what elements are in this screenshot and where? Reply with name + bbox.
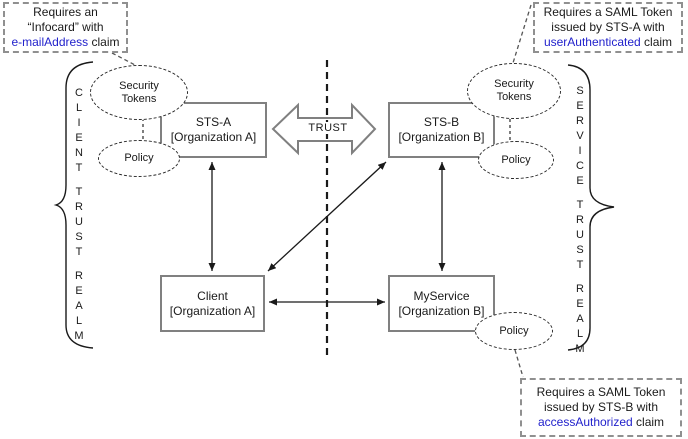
service-realm-word-3: REALM (574, 283, 586, 358)
client-realm-word-3: REALM (73, 270, 85, 345)
client-box: Client [Organization A] (160, 275, 265, 332)
policy-ellipse-a: Policy (98, 140, 180, 177)
security-tokens-b-line2: Tokens (496, 91, 532, 103)
client-realm-word-2: TRUST (73, 186, 85, 261)
policy-b-label: Policy (501, 153, 531, 166)
policy-ellipse-b: Policy (478, 141, 554, 179)
sts-b-box: STS-B [Organization B] (388, 102, 495, 158)
client-realm-brace (53, 61, 94, 349)
infocard-claim: e-mailAddress (11, 35, 89, 49)
stsb-token-claim: accessAuthorized (537, 415, 633, 429)
stsb-token-callout-tail (514, 349, 524, 378)
trust-block-arrow (271, 102, 377, 156)
security-tokens-a-line2: Tokens (121, 92, 157, 105)
myservice-subtitle: [Organization B] (398, 303, 485, 318)
infocard-callout-line1: Requires an (33, 5, 98, 19)
sts-a-title: STS-A (195, 115, 232, 129)
stsa-token-callout-tail (512, 4, 532, 64)
policy-service-label: Policy (499, 324, 529, 337)
trust-arrow-label: TRUST (304, 122, 352, 134)
stsb-token-callout-line3: accessAuthorized claim (538, 415, 664, 430)
stsa-token-callout-line3: userAuthenticated claim (544, 35, 672, 50)
client-trust-realm-caption: CLIENT TRUST REALM (71, 87, 87, 345)
stsa-token-callout-line2: issued by STS-A with (551, 20, 665, 34)
arrow-client-stsb-diagonal (267, 161, 387, 272)
service-trust-realm-caption: SERVICE TRUST REALM (572, 85, 588, 358)
myservice-title: MyService (413, 288, 470, 303)
service-realm-brace (567, 64, 615, 351)
stsb-token-callout-line2: issued by STS-B with (543, 400, 659, 414)
client-subtitle: [Organization A] (169, 303, 256, 318)
policy-a-label: Policy (124, 152, 154, 164)
sts-a-subtitle: [Organization A] (170, 130, 257, 144)
client-title: Client (197, 288, 228, 303)
stsb-token-callout: Requires a SAML Token issued by STS-B wi… (520, 378, 682, 437)
sts-b-subtitle: [Organization B] (398, 130, 485, 144)
stsa-token-claim-suffix: claim (640, 35, 673, 49)
policy-ellipse-service: Policy (475, 312, 553, 350)
infocard-callout-line2: “Infocard” with (27, 20, 104, 34)
stsa-token-claim: userAuthenticated (543, 35, 641, 49)
sts-a-box: STS-A [Organization A] (160, 102, 267, 158)
infocard-callout-tail (111, 52, 138, 67)
myservice-box: MyService [Organization B] (388, 275, 495, 332)
stsa-token-callout-line1: Requires a SAML Token (543, 5, 673, 19)
infocard-callout: Requires an “Infocard” with e-mailAddres… (3, 2, 128, 53)
infocard-claim-suffix: claim (88, 35, 120, 49)
security-tokens-ellipse-b: Security Tokens (467, 63, 561, 119)
stsb-token-claim-suffix: claim (632, 415, 665, 429)
security-tokens-b-line1: Security (494, 78, 534, 90)
client-realm-word-1: CLIENT (73, 87, 85, 177)
security-tokens-a-line1: Security (119, 79, 159, 92)
service-realm-word-2: TRUST (574, 199, 586, 274)
security-tokens-ellipse-a: Security Tokens (90, 65, 188, 120)
service-realm-word-1: SERVICE (574, 85, 586, 190)
sts-b-title: STS-B (423, 115, 460, 129)
infocard-callout-line3: e-mailAddress claim (11, 35, 119, 50)
stsb-token-callout-line1: Requires a SAML Token (536, 385, 666, 399)
stsa-token-callout: Requires a SAML Token issued by STS-A wi… (533, 2, 683, 53)
